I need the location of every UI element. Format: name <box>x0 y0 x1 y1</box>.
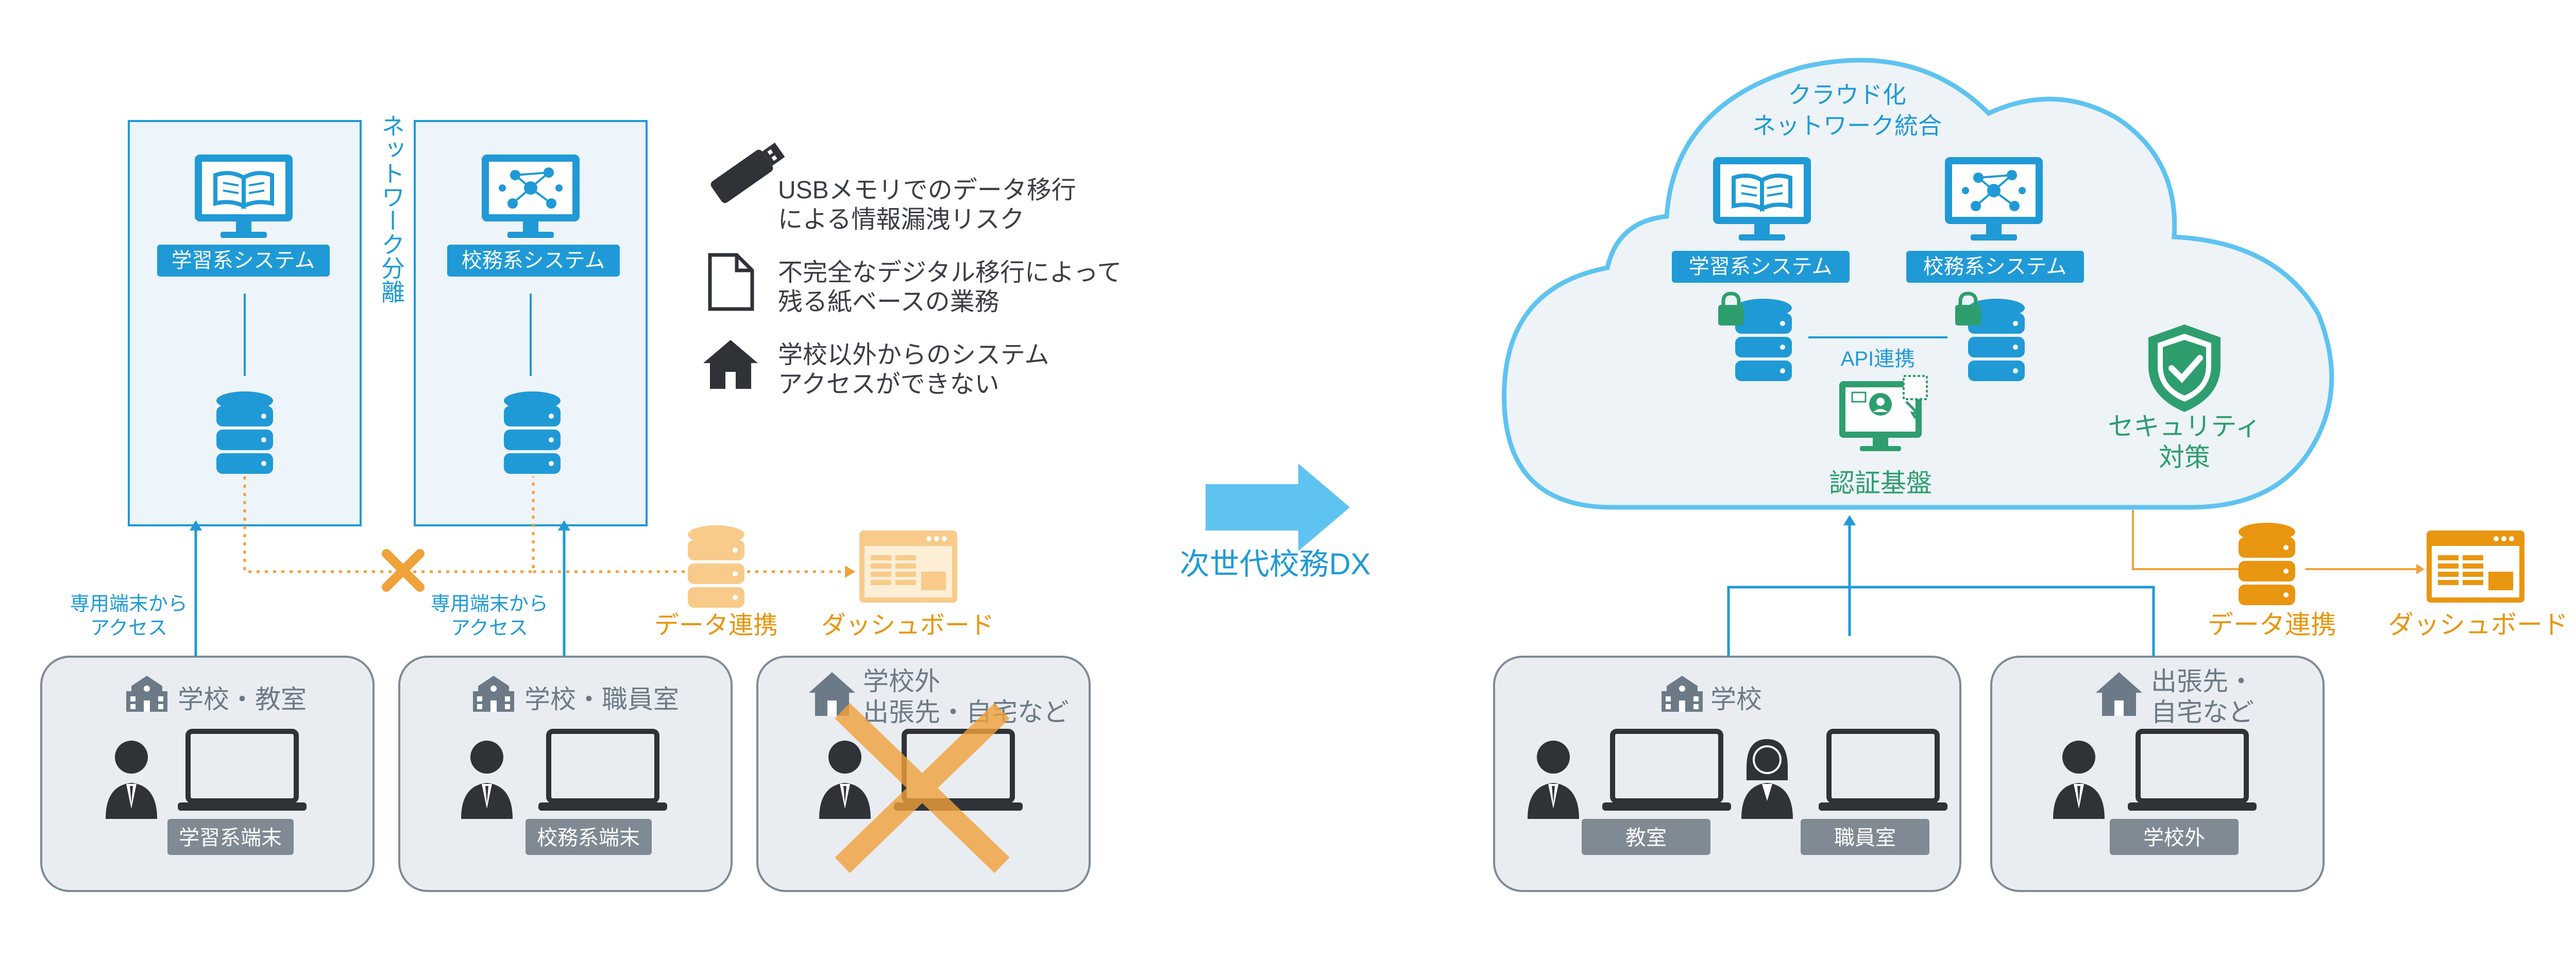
auth-monitor-icon <box>1839 375 1928 451</box>
site-staffroom: 学校・職員室 校務系端末 <box>398 656 733 892</box>
network-separation-label: ネットワーク分離 <box>378 114 405 303</box>
access-label-1a: 専用端末から <box>70 593 188 615</box>
admin-database-icon <box>504 391 561 474</box>
admin-system-label: 校務系システム <box>462 249 605 272</box>
site-outside: 学校外 出張先・自宅など <box>756 656 1091 892</box>
security-label-1: セキュリティ <box>2108 412 2261 441</box>
big-cross-icon <box>835 703 1010 874</box>
risk-1-line-1: USBメモリでのデータ移行 <box>778 177 1076 204</box>
api-link-label: API連携 <box>1841 348 1915 370</box>
site-school: 学校 教室 職員室 <box>1493 656 1961 892</box>
usb-icon <box>710 142 785 203</box>
cloud-learning-label: 学習系システム <box>1689 255 1833 278</box>
cloud-title-2: ネットワーク統合 <box>1752 112 1942 139</box>
site-classroom-badge: 学習系端末 <box>179 827 282 849</box>
cloud-shape <box>1502 58 2334 510</box>
access-label-1b: アクセス <box>90 618 167 639</box>
left-dashboard-label: ダッシュボード <box>821 612 994 639</box>
site-outside-right-title-1: 出張先・ <box>2151 667 2254 696</box>
risk-3-line-1: 学校以外からのシステム <box>778 341 1049 369</box>
learning-system-tag <box>157 245 330 277</box>
site-school-title: 学校 <box>1710 685 1762 714</box>
security-label-2: 対策 <box>2159 443 2210 472</box>
site-outside-right-title-2: 自宅など <box>2151 698 2254 727</box>
learning-system-label: 学習系システム <box>172 249 315 272</box>
transition-label: 次世代校務DX <box>1180 547 1371 581</box>
transition-arrow: 次世代校務DX <box>1180 464 1371 581</box>
site-classroom: 学校・教室 学習系端末 <box>40 656 375 892</box>
site-outside-right: 出張先・ 自宅など 学校外 <box>1990 656 2325 892</box>
access-label-2a: 専用端末から <box>431 593 548 615</box>
left-data-link-label: データ連携 <box>654 612 778 639</box>
cloud-dashboard-icon <box>2427 530 2524 603</box>
site-outside-title-2: 出張先・自宅など <box>863 698 1069 727</box>
site-classroom-title: 学校・教室 <box>178 685 307 714</box>
site-staffroom-badge: 校務系端末 <box>537 827 640 849</box>
cloud-admin-label: 校務系システム <box>1923 255 2067 278</box>
security-shield-icon <box>2148 324 2221 412</box>
cloud-data-link-db-icon <box>2239 523 2295 605</box>
site-outside-title-1: 学校外 <box>863 667 940 696</box>
risk-list: USBメモリでのデータ移行 による情報漏洩リスク 不完全なデジタル移行によって … <box>703 142 1122 398</box>
right-section: クラウド化 ネットワーク統合 学習系システム 校務系システム API連携 認証基… <box>1493 58 2568 892</box>
site-staffroom-title: 学校・職員室 <box>524 685 679 714</box>
document-icon <box>708 253 754 311</box>
auth-label: 認証基盤 <box>1829 469 1932 498</box>
left-section: 学習系システム 校務系システム ネットワーク分離 データ連携 ダッシュボード 専 <box>40 114 1122 892</box>
access-label-2b: アクセス <box>451 618 528 639</box>
site-outside-right-badge: 学校外 <box>2143 827 2205 849</box>
risk-1-line-2: による情報漏洩リスク <box>778 206 1025 233</box>
data-link-database-icon <box>688 525 744 608</box>
risk-3-line-2: アクセスができない <box>778 371 999 398</box>
risk-2-line-1: 不完全なデジタル移行によって <box>778 259 1122 286</box>
right-data-link-label: データ連携 <box>2208 610 2336 639</box>
left-dashboard-icon <box>859 530 957 603</box>
cloud-title-1: クラウド化 <box>1788 81 1906 108</box>
right-dashboard-label: ダッシュボード <box>2388 610 2568 639</box>
site-school-badge-2: 職員室 <box>1834 827 1896 849</box>
learning-database-icon <box>216 391 273 474</box>
admin-system-tag <box>447 245 620 277</box>
home-icon <box>703 340 758 389</box>
site-school-badge-1: 教室 <box>1625 827 1667 849</box>
blocked-link-icon <box>382 549 425 592</box>
risk-2-line-2: 残る紙ベースの業務 <box>778 288 999 316</box>
